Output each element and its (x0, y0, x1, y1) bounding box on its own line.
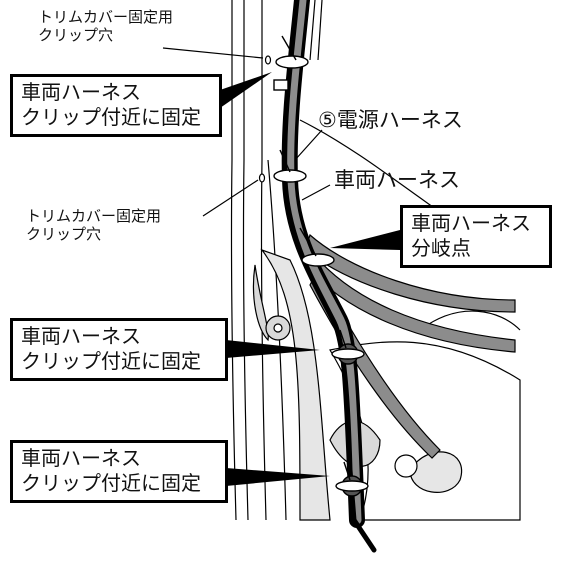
pointer-top-left (220, 72, 272, 108)
trim-clip-hole-label-mid: トリムカバー固定用 クリップ穴 (26, 207, 162, 243)
clip-ties (273, 35, 369, 497)
pointer-branch (330, 230, 400, 250)
pointer-bottom-left (226, 468, 330, 486)
callout-box-mid-left: 車両ハーネス クリップ付近に固定 (10, 318, 228, 381)
callout-box-branch: 車両ハーネス 分岐点 (400, 205, 552, 268)
power-harness-label: ⑤電源ハーネス (318, 108, 463, 132)
clip-hole (258, 55, 272, 183)
pointer-mid-left (226, 340, 320, 358)
trim-clip-hole-label-top: トリムカバー固定用 クリップ穴 (38, 8, 174, 44)
callout-box-bottom-left: 車両ハーネス クリップ付近に固定 (10, 440, 228, 503)
callout-pointers (220, 72, 400, 486)
vehicle-harness-label: 車両ハーネス (334, 168, 460, 192)
leader-lines (162, 47, 331, 217)
callout-box-top-left: 車両ハーネス クリップ付近に固定 (10, 74, 222, 137)
